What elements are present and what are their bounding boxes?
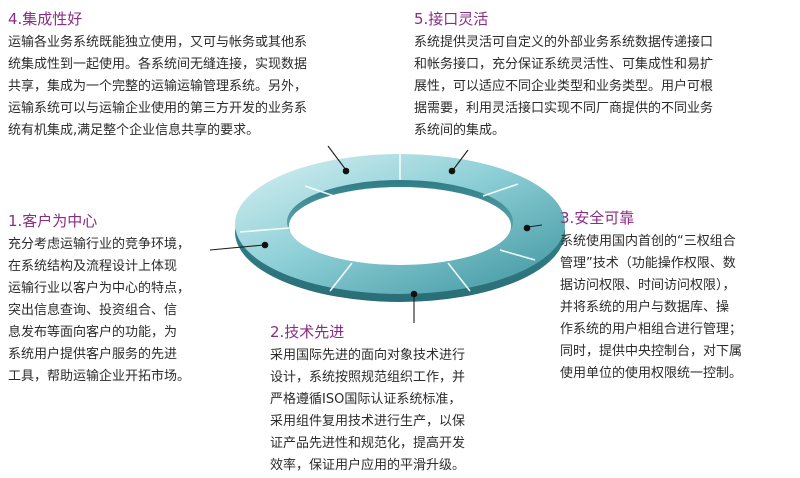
feature-customer-line: 运输行业以客户为中心的特点， [8,281,191,296]
feature-security-line: 同时，提供中央控制台，对下属 [560,344,743,359]
dot-interface [448,167,456,175]
feature-technology-line: 采用组件复用技术进行生产，以保 [270,414,466,429]
leader-customer [209,244,265,251]
feature-customer-line: 息发布等面向客户的功能，为 [8,325,178,340]
feature-interface-line: 系统间的集成。 [414,123,506,138]
feature-interface-line: 展性，可以适应不同企业类型和业务类型。用户可根 [414,79,714,94]
feature-technology: 2.技术先进 采用国际先进的面向对象技术进行 设计，系统按照规范组织工作，并 严… [270,322,465,477]
feature-technology-text: 采用国际先进的面向对象技术进行 设计，系统按照规范组织工作，并 严格遵循ISO国… [270,345,465,477]
feature-security-line: 系统使用国内首创的“三权组合 [560,234,736,249]
feature-security-title: 3.安全可靠 [560,209,635,227]
dot-technology [410,290,418,298]
feature-interface: 5.接口灵活 系统提供灵活可自定义的外部业务系统数据传递接口 和帐务接口，充分保… [414,9,713,142]
feature-integration-text: 运输各业务系统既能独立使用，又可与帐务或其他系 统集成性到一起使用。各系统间无缝… [8,32,307,142]
feature-security-line: 作系统的用户相组合进行管理； [560,322,743,337]
feature-security-line: 使用单位的使用权限统一控制。 [560,366,743,381]
feature-technology-line: 效率，保证用户应用的平滑升级。 [270,458,466,473]
feature-customer-line: 突出信息查询、投资组合、信 [8,303,178,318]
feature-interface-text: 系统提供灵活可自定义的外部业务系统数据传递接口 和帐务接口，充分保证系统灵活性、… [414,32,713,142]
feature-integration-line: 运输各业务系统既能独立使用，又可与帐务或其他系 [8,35,308,50]
feature-technology-line: 采用国际先进的面向对象技术进行 [270,348,466,363]
feature-integration-title: 4.集成性好 [8,10,83,28]
feature-customer-line: 系统用户提供客户服务的先进 [8,347,178,362]
feature-security-text: 系统使用国内首创的“三权组合 管理”技术（功能操作权限、数 据访问权限、时间访问… [560,231,742,385]
dot-security [523,224,531,232]
segment-dividers [239,154,536,292]
feature-integration-line: 统集成性到一起使用。各系统间无缝连接，实现数据 [8,57,308,72]
feature-technology-title: 2.技术先进 [270,323,345,341]
feature-security-line: 据访问权限、时间访问权限）， [560,278,736,293]
leader-dots [261,167,531,298]
feature-customer-line: 在系统结构及流程设计上体现 [8,259,178,274]
feature-customer-line: 充分考虑运输行业的竞争环境， [8,237,191,252]
feature-customer-line: 工具，帮助运输企业开拓市场。 [8,369,191,384]
feature-technology-line: 证产品先进性和规范化，提高开发 [270,436,466,451]
feature-customer-title: 1.客户为中心 [8,212,98,230]
feature-customer: 1.客户为中心 充分考虑运输行业的竞争环境， 在系统结构及流程设计上体现 运输行… [8,211,190,388]
feature-integration: 4.集成性好 运输各业务系统既能独立使用，又可与帐务或其他系 统集成性到一起使用… [8,9,307,142]
ring-hole [289,187,511,265]
feature-customer-text: 充分考虑运输行业的竞争环境， 在系统结构及流程设计上体现 运输行业以客户为中心的… [8,234,190,388]
feature-interface-line: 据需要，利用灵活接口实现不同厂商提供的不同业务 [414,101,714,116]
feature-integration-line: 统有机集成,满足整个企业信息共享的要求。 [8,123,260,138]
feature-integration-line: 共享，集成为一个完整的运输运输管理系统。另外， [8,79,308,94]
feature-technology-line: 严格遵循ISO国际认证系统标准， [270,392,462,407]
feature-technology-line: 设计，系统按照规范组织工作，并 [270,370,466,385]
feature-security-line: 并将系统的用户与数据库、操 [560,300,730,315]
feature-interface-line: 和帐务接口，充分保证系统灵活性、可集成性和易扩 [414,57,714,72]
dot-customer [261,241,269,249]
leader-integration [327,145,347,171]
feature-interface-title: 5.接口灵活 [414,10,489,28]
feature-security-line: 管理”技术（功能操作权限、数 [560,256,736,271]
leader-security [527,224,543,228]
feature-security: 3.安全可靠 系统使用国内首创的“三权组合 管理”技术（功能操作权限、数 据访问… [560,208,742,385]
dot-integration [342,167,350,175]
feature-interface-line: 系统提供灵活可自定义的外部业务系统数据传递接口 [414,35,714,50]
leader-interface [452,149,469,171]
feature-integration-line: 运输系统可以与运输企业使用的第三方开发的业务系 [8,101,308,116]
leader-lines [209,145,543,323]
